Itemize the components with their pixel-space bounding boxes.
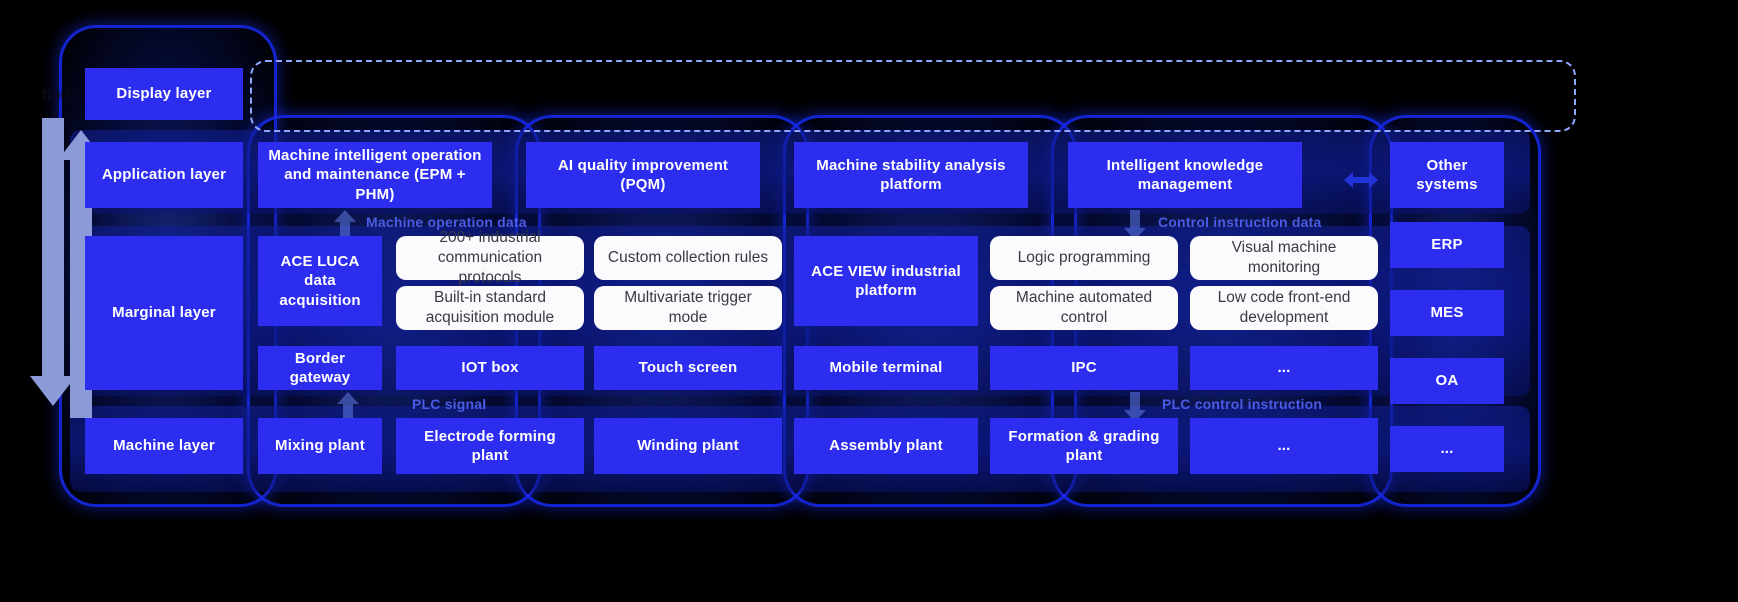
bidirectional-arrow-external-systems [1344,172,1378,188]
marginal-card-ace-luca[interactable]: ACE LUCA data acquisition [258,236,382,326]
flow-label-plc-signal: PLC signal [412,396,487,412]
device-card-touch-screen[interactable]: Touch screen [594,346,782,390]
device-card-iot-box[interactable]: IOT box [396,346,584,390]
marginal-module-protocols[interactable]: 200+ industrial communication protocols [396,229,584,286]
marginal-module-visual-monitoring[interactable]: Visual machine monitoring [1190,236,1378,280]
app-card-stability[interactable]: Machine stability analysis platform [794,142,1028,208]
layer-label-display[interactable]: Display layer [85,68,243,120]
machine-card-assembly-plant[interactable]: Assembly plant [794,418,978,474]
device-card-ipc[interactable]: IPC [990,346,1178,390]
app-card-epm-phm[interactable]: Machine intelligent operation and mainte… [258,142,492,208]
external-card-more[interactable]: ... [1390,426,1504,472]
machine-card-formation-grading[interactable]: Formation & grading plant [990,418,1178,474]
marginal-module-acquisition-module[interactable]: Built-in standard acquisition module [396,286,584,330]
marginal-module-low-code[interactable]: Low code front-end development [1190,286,1378,330]
machine-card-winding-plant[interactable]: Winding plant [594,418,782,474]
machine-card-mixing-plant[interactable]: Mixing plant [258,418,382,474]
external-card-mes[interactable]: MES [1390,290,1504,336]
external-card-other-systems[interactable]: Other systems [1390,142,1504,208]
layer-label-marginal[interactable]: Marginal layer [85,236,243,390]
app-card-pqm[interactable]: AI quality improvement (PQM) [526,142,760,208]
device-card-more[interactable]: ... [1190,346,1378,390]
marginal-module-collection-rules[interactable]: Custom collection rules [594,236,782,280]
app-card-knowledge[interactable]: Intelligent knowledge management [1068,142,1302,208]
marginal-module-logic-programming[interactable]: Logic programming [990,236,1178,280]
marginal-module-automated-control[interactable]: Machine automated control [990,286,1178,330]
marginal-card-ace-view[interactable]: ACE VIEW industrial platform [794,236,978,326]
flow-label-control-instruction-data: Control instruction data [1158,214,1322,230]
layer-label-application[interactable]: Application layer [85,142,243,208]
machine-card-more[interactable]: ... [1190,418,1378,474]
display-layer-dashed-frame [250,60,1576,132]
device-card-mobile-terminal[interactable]: Mobile terminal [794,346,978,390]
external-card-erp[interactable]: ERP [1390,222,1504,268]
layer-label-machine[interactable]: Machine layer [85,418,243,474]
device-card-border-gateway[interactable]: Border gateway [258,346,382,390]
machine-card-electrode-forming[interactable]: Electrode forming plant [396,418,584,474]
marginal-module-trigger-mode[interactable]: Multivariate trigger mode [594,286,782,330]
external-card-oa[interactable]: OA [1390,358,1504,404]
clipped-left-caption: tion [42,86,70,103]
flow-label-plc-control-instruction: PLC control instruction [1162,396,1323,412]
